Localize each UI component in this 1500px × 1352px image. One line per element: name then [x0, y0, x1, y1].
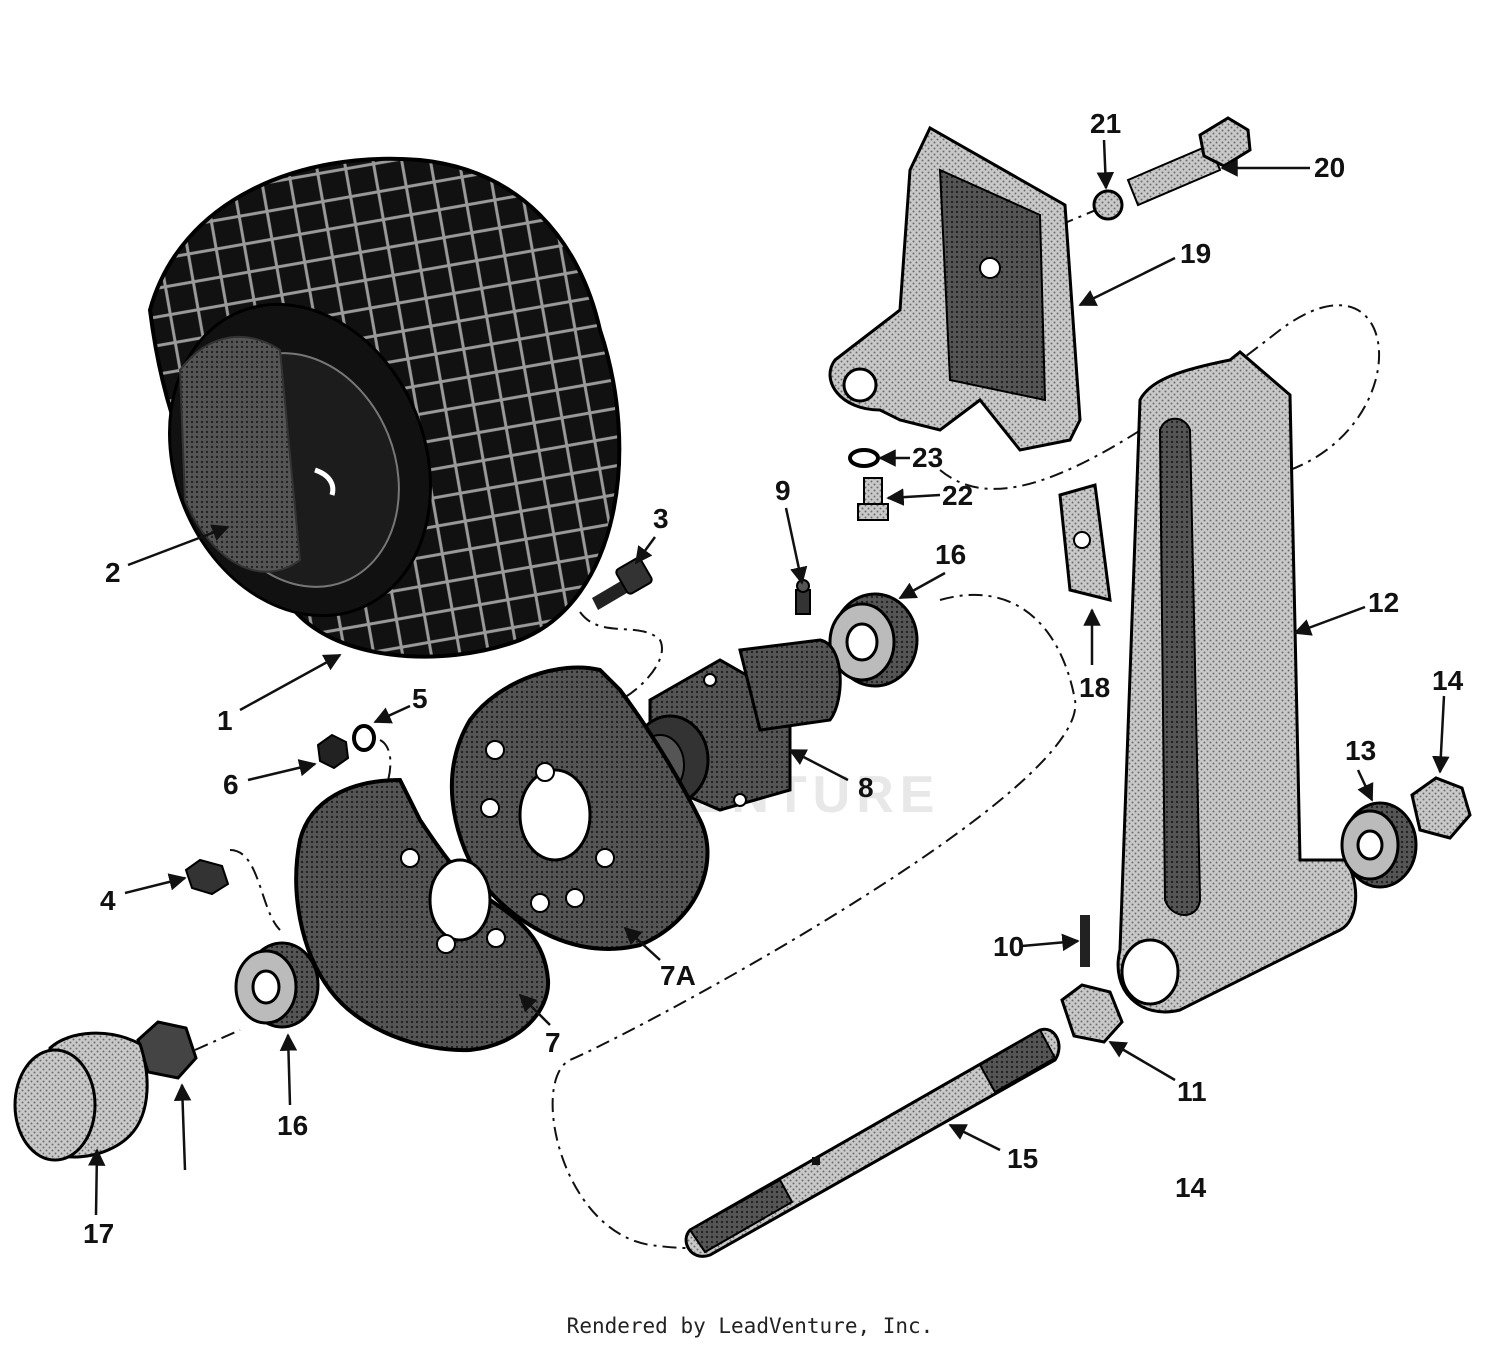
callout-7a: 7A — [660, 960, 696, 991]
part-14-nut-right — [1410, 776, 1472, 840]
callout-15: 15 — [1007, 1143, 1038, 1174]
callout-1: 1 — [217, 705, 233, 736]
part-14-nut-lower — [136, 1020, 198, 1080]
callout-16-lower: 16 — [277, 1110, 308, 1141]
callout-13: 13 — [1345, 735, 1376, 766]
callout-12: 12 — [1368, 587, 1399, 618]
leader-lines — [88, 139, 1450, 1216]
valve-stem — [314, 467, 336, 496]
part-16-bearing-lower — [234, 941, 320, 1029]
callout-10: 10 — [993, 931, 1024, 962]
callout-6: 6 — [223, 769, 239, 800]
callout-2: 2 — [105, 557, 121, 588]
assembly-guide-lines — [194, 199, 1380, 1249]
part-17-hub-cap — [13, 1031, 149, 1162]
callout-11: 11 — [1177, 1076, 1207, 1107]
part-23-clip — [848, 448, 880, 468]
part-15-axle — [684, 1027, 1061, 1258]
callout-19: 19 — [1180, 238, 1211, 269]
callout-22: 22 — [942, 480, 973, 511]
part-10-pin — [1080, 915, 1090, 967]
callout-14-lower: 14 — [1175, 1172, 1207, 1203]
part-3-bolt — [592, 557, 653, 610]
part-7-drum-plate — [294, 777, 551, 1053]
callout-20: 20 — [1314, 152, 1345, 183]
part-4-nut — [184, 858, 230, 896]
part-7a-hub-plate — [449, 665, 710, 951]
part-9-grease-fitting — [795, 579, 811, 615]
callout-4: 4 — [100, 885, 116, 916]
part-16-bearing-upper — [828, 592, 919, 688]
callout-21: 21 — [1090, 108, 1121, 139]
part-11-nut — [1060, 983, 1124, 1044]
part-5-lock-washer — [352, 724, 376, 752]
wheel-tire-assembly — [147, 156, 622, 659]
callout-3: 3 — [653, 503, 669, 534]
callout-5: 5 — [412, 683, 428, 714]
callout-labels: 2 1 3 5 6 4 7 7A 8 9 10 11 12 13 14 14 1… — [83, 108, 1464, 1249]
footer-credit: Rendered by LeadVenture, Inc. — [566, 1314, 934, 1338]
callout-17: 17 — [83, 1218, 114, 1249]
part-12-arm — [1116, 350, 1358, 1014]
callout-16-upper: 16 — [935, 539, 966, 570]
part-20-bolt — [1126, 116, 1252, 207]
part-18-plate — [1058, 483, 1112, 602]
part-21-star-washer — [1092, 189, 1124, 221]
callout-7: 7 — [545, 1027, 561, 1058]
part-22-bolt — [857, 477, 889, 521]
callout-8: 8 — [858, 772, 874, 803]
part-19-bracket — [828, 125, 1082, 452]
callout-14-right: 14 — [1432, 665, 1464, 696]
part-6-nut — [316, 733, 350, 770]
callout-18: 18 — [1079, 672, 1110, 703]
callout-9: 9 — [775, 475, 791, 506]
callout-23: 23 — [912, 442, 943, 473]
part-13-bearing — [1340, 801, 1418, 889]
